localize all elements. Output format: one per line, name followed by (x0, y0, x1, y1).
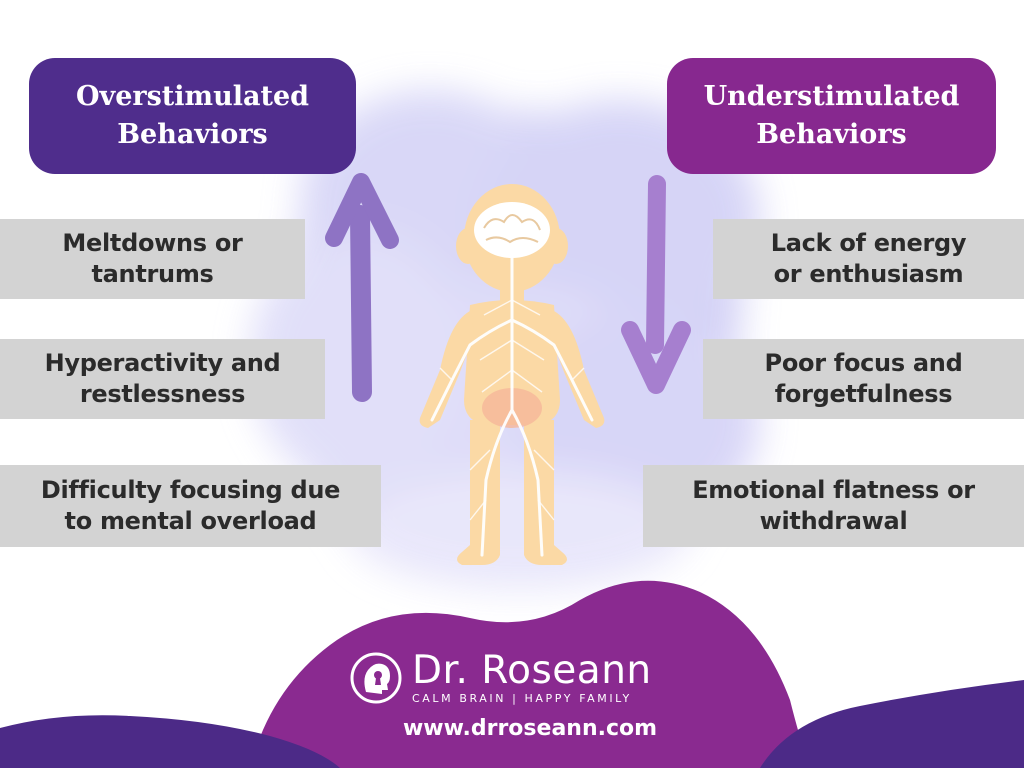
brain-icon (474, 202, 550, 258)
item-label: Poor focus and forgetfulness (764, 349, 963, 408)
head-keyhole-logo-icon (350, 652, 402, 704)
overstimulated-item-hyperactivity: Hyperactivity and restlessness (0, 339, 325, 419)
understimulated-title-line1: Understimulated (703, 81, 960, 112)
understimulated-title-line2: Behaviors (756, 119, 907, 150)
overstimulated-item-difficulty-focusing: Difficulty focusing due to mental overlo… (0, 465, 381, 547)
understimulated-header: Understimulated Behaviors (667, 58, 996, 174)
item-label: Meltdowns or tantrums (62, 229, 243, 288)
understimulated-item-poor-focus: Poor focus and forgetfulness (703, 339, 1024, 419)
down-arrow-icon (621, 175, 691, 394)
item-label: Difficulty focusing due to mental overlo… (40, 476, 341, 535)
item-label: Lack of energy or enthusiasm (770, 229, 967, 288)
website-url[interactable]: www.drroseann.com (402, 716, 658, 741)
brand-name: Dr. Roseann (412, 647, 652, 693)
child-nervous-system-icon (419, 184, 605, 565)
up-arrow-icon (325, 173, 399, 402)
overstimulated-item-meltdowns: Meltdowns or tantrums (0, 219, 305, 299)
overstimulated-title-line2: Behaviors (117, 119, 268, 150)
overstimulated-title-line1: Overstimulated (75, 81, 310, 112)
understimulated-item-emotional-flatness: Emotional flatness or withdrawal (643, 465, 1024, 547)
item-label: Hyperactivity and restlessness (44, 349, 281, 408)
brand-tagline: CALM BRAIN | HAPPY FAMILY (412, 691, 632, 705)
understimulated-item-lack-of-energy: Lack of energy or enthusiasm (713, 219, 1024, 299)
item-label: Emotional flatness or withdrawal (692, 476, 975, 535)
brand-logo[interactable]: Dr. Roseann CALM BRAIN | HAPPY FAMILY (350, 648, 680, 708)
overstimulated-header: Overstimulated Behaviors (29, 58, 356, 174)
